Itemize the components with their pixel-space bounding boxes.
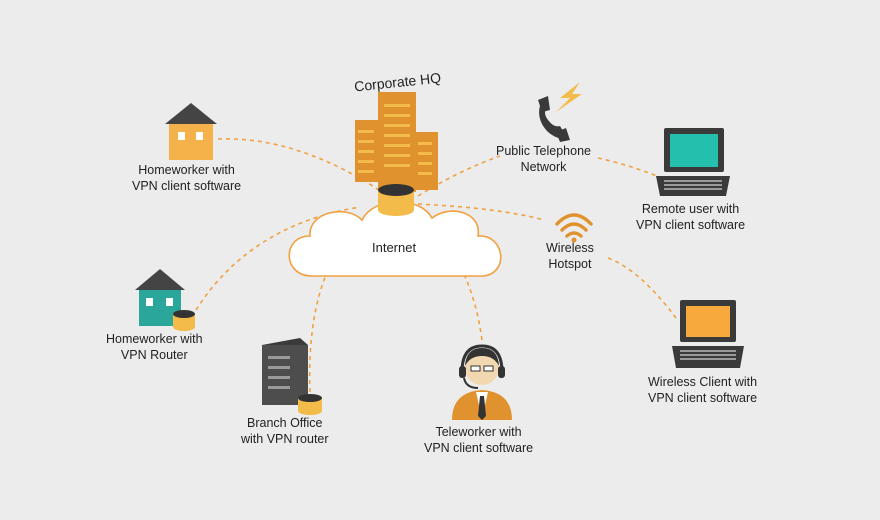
wifi-dot	[571, 237, 577, 243]
phone-handset-icon	[538, 96, 570, 142]
label-line-1: Remote user with	[641, 202, 740, 216]
office-building-icon	[262, 338, 322, 415]
label-line-1: Public Telephone	[496, 144, 591, 158]
label-line-1: Homeworker with	[106, 332, 203, 346]
remote-user-label: Remote user with VPN client software	[636, 201, 745, 233]
label-line-1: Branch Office	[247, 416, 323, 430]
link-homeworker-router	[195, 206, 361, 311]
wireless-hotspot-label: Wireless Hotspot	[546, 240, 594, 272]
headset-person-icon	[452, 344, 512, 420]
label-line-2: VPN Router	[120, 348, 188, 362]
house-icon	[135, 269, 195, 331]
label-line-2: VPN client software	[636, 218, 746, 232]
internet-label: Internet	[372, 240, 417, 255]
house-icon	[165, 103, 217, 160]
label-line-2: VPN client software	[424, 441, 534, 455]
label-line-2: VPN client software	[132, 179, 242, 193]
link-homeworker-client	[217, 138, 389, 197]
homeworker-vpn-client-label: Homeworker with VPN client software	[132, 162, 241, 194]
office-buildings-icon	[355, 92, 438, 192]
branch-office-label: Branch Office with VPN router	[241, 415, 329, 447]
label-line-1: Wireless Client with	[648, 375, 758, 389]
label-line-2: Hotspot	[548, 257, 592, 271]
link-hotspot-client	[607, 257, 677, 319]
wireless-client-label: Wireless Client with VPN client software	[648, 374, 757, 406]
label-line-1: Teleworker with	[435, 425, 522, 439]
link-telephone-remote	[597, 157, 663, 179]
link-telephone	[417, 155, 501, 197]
vpn-router-icon	[378, 184, 414, 216]
public-telephone-label: Public Telephone Network	[496, 143, 591, 175]
teleworker-label: Teleworker with VPN client software	[424, 424, 533, 456]
label-line-1: Homeworker with	[138, 163, 235, 177]
wifi-icon	[555, 213, 593, 238]
laptop-icon	[656, 128, 730, 196]
label-line-2: VPN client software	[648, 391, 758, 405]
homeworker-vpn-router-label: Homeworker with VPN Router	[106, 331, 203, 363]
lightning-bolt-icon	[556, 82, 582, 112]
label-line-2: with VPN router	[241, 432, 329, 446]
link-wireless-hotspot	[417, 203, 545, 221]
label-line-1: Wireless	[546, 241, 594, 255]
label-line-2: Network	[520, 160, 567, 174]
laptop-icon	[672, 300, 744, 368]
